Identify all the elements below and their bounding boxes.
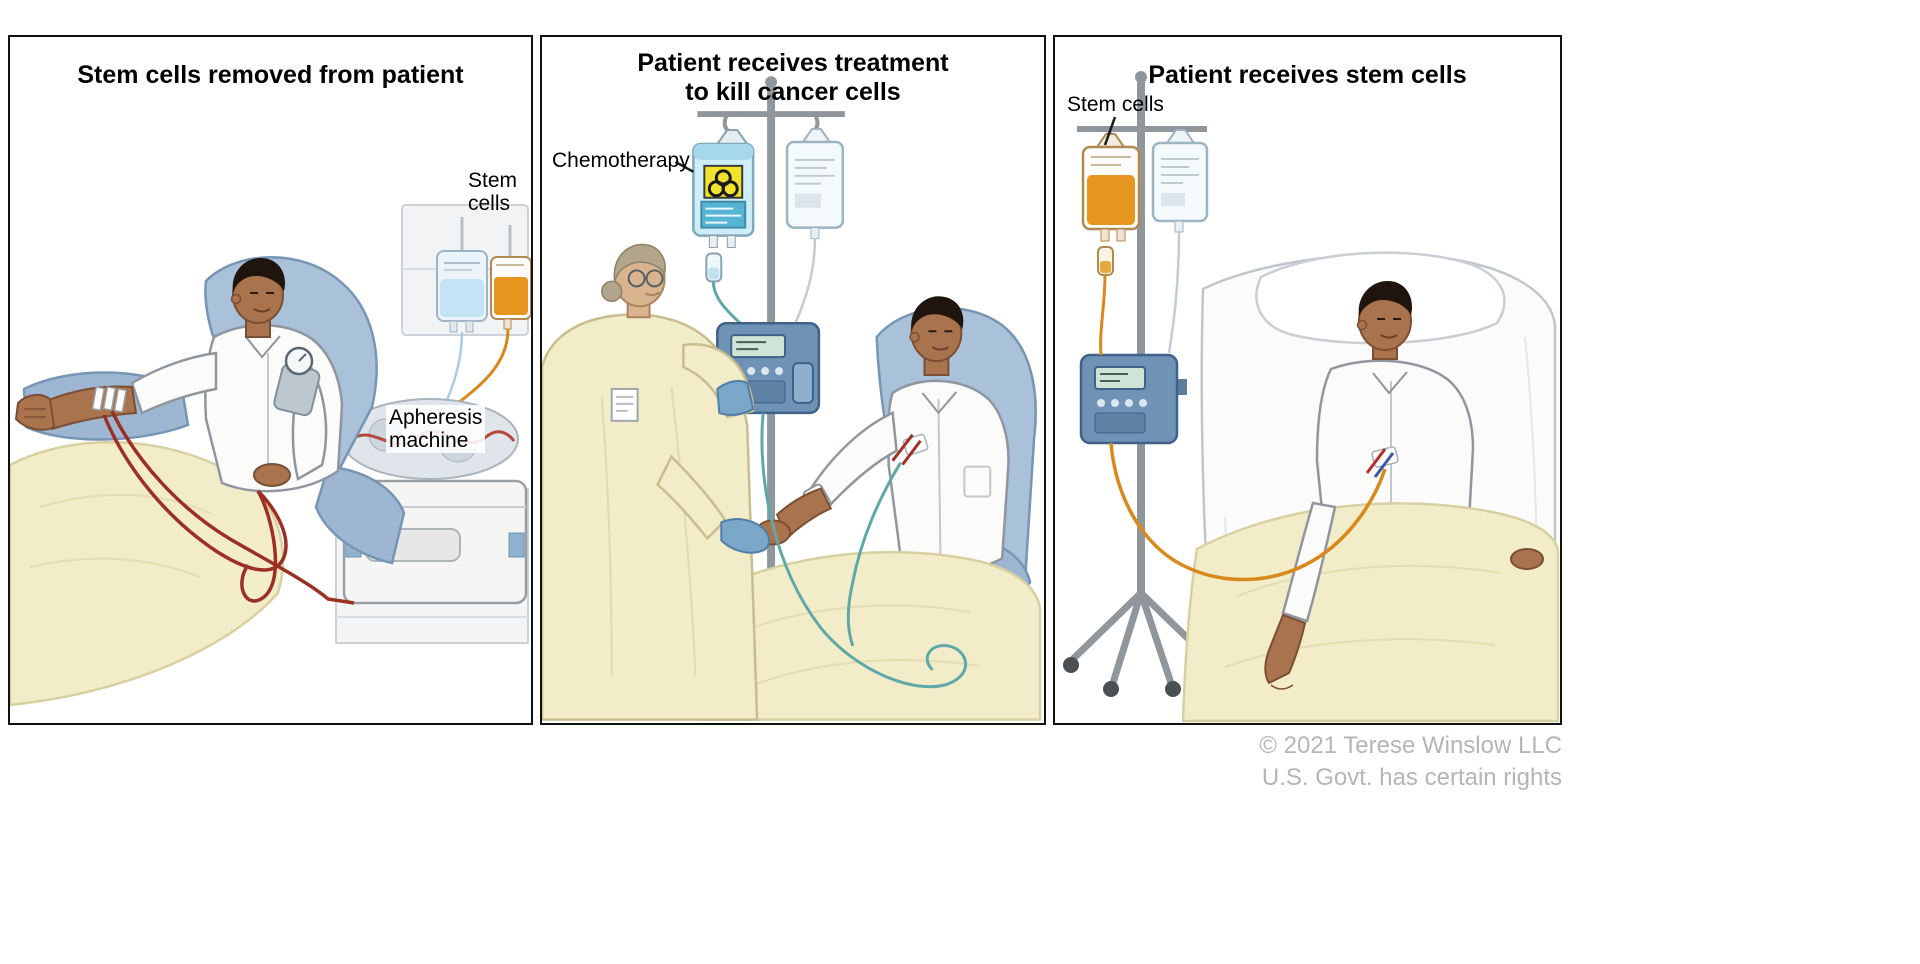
apheresis-scene — [10, 204, 531, 707]
rights-line: U.S. Govt. has certain rights — [1261, 764, 1562, 792]
chemotherapy-pointer — [674, 160, 695, 173]
panel-stem-cell-infusion: Patient receives stem cells Stem cells — [1053, 35, 1562, 725]
chemotherapy-bag — [692, 129, 757, 339]
blood-tubing — [102, 410, 355, 605]
saline-bag — [1151, 129, 1209, 354]
saline-bag — [785, 128, 845, 330]
label-chemotherapy: Chemotherapy — [552, 149, 690, 172]
stem-cell-bag — [1081, 133, 1141, 276]
label-stem-cells: Stem cells — [468, 169, 518, 216]
label-apheresis-machine: Apheresis machine — [386, 405, 486, 454]
stem-cell-tubing — [1099, 274, 1387, 582]
iv-bags — [397, 217, 531, 439]
iv-tape — [91, 386, 128, 413]
chemotherapy-scene — [542, 76, 1042, 721]
nurse-figure — [542, 243, 771, 721]
copyright-line: © 2021 Terese Winslow LLC — [1259, 732, 1562, 759]
patient-figure — [10, 257, 344, 707]
label-stem-cells: Stem cells — [1067, 93, 1164, 116]
infusion-pump — [1079, 353, 1187, 445]
panel-treatment: Patient receives treatment to kill cance… — [540, 35, 1046, 725]
stem-cells-pointer — [1103, 116, 1117, 146]
chemo-tubing — [760, 412, 968, 689]
patient-figure — [690, 296, 1042, 721]
biohazard-icon — [707, 169, 739, 198]
copyright-credit: © 2021 Terese Winslow LLC U.S. Govt. has… — [1053, 730, 1562, 795]
panel-title: Stem cells removed from patient — [77, 61, 464, 89]
infusion-scene — [1063, 71, 1560, 723]
panel-title: Patient receives treatment to kill cance… — [637, 49, 949, 106]
panel-stem-cell-removal: Stem cells removed from patient Stem cel… — [8, 35, 533, 725]
panel-title: Patient receives stem cells — [1148, 61, 1467, 89]
